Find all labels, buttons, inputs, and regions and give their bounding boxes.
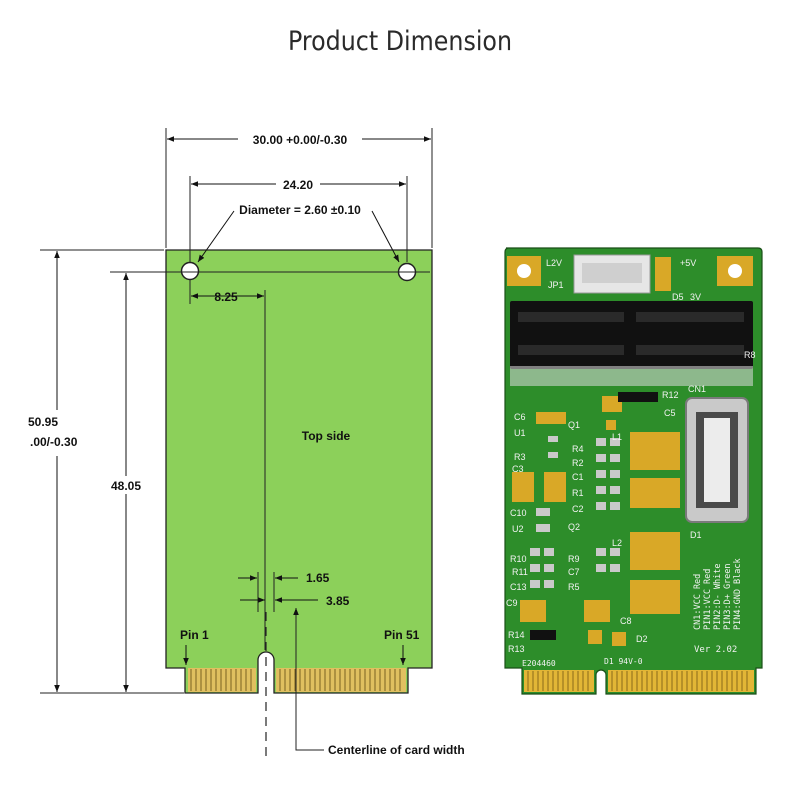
silk-c6: C6 [514,412,526,422]
silk-c7: C7 [568,567,580,577]
silk-d5: D5 [672,292,684,302]
label-centerline: Centerline of card width [328,743,465,757]
silk-r2: R2 [572,458,584,468]
silk-r3: R3 [514,452,526,462]
edge-connector-fingers [188,668,406,692]
silk-r5: R5 [568,582,580,592]
label-overall-length-2: .00/-0.30 [30,435,78,449]
silk-c13: C13 [510,582,527,592]
silk-pin-legend-4: PIN4:GND Black [733,558,743,630]
label-overall-width: 30.00 +0.00/-0.30 [253,133,348,147]
silk-pin-legend-3: PIN3:D+ Green [723,563,733,630]
silk-r13: R13 [508,644,525,654]
label-hole-to-edge: 48.05 [111,479,141,493]
label-overall-length-1: 50.95 [28,415,58,429]
silk-d1: D1 [690,530,702,540]
silk-c3: C3 [512,464,524,474]
silk-r4: R4 [572,444,584,454]
label-top-side: Top side [302,429,351,443]
silk-r10: R10 [510,554,527,564]
silk-pin-legend-0: CN1:VCC Red [693,574,703,630]
silk-r1: R1 [572,488,584,498]
silk-l2v: L2V [546,258,562,268]
pcb-board-photo: L2V JP1 +5V D5 3V R8 CN1 R12 C6 C5 U1 Q1… [504,247,763,695]
silk-e-code: E204460 [522,659,556,668]
silk-c2: C2 [572,504,584,514]
silk-cn1: CN1 [688,384,706,394]
silk-c5: C5 [664,408,676,418]
silk-c9: C9 [506,598,518,608]
silk-u1: U1 [514,428,526,438]
silk-pin-legend-2: PIN2:D- White [713,563,723,630]
card-outline [165,249,433,694]
silk-l2: L2 [612,538,622,548]
silk-pin-legend-1: PIN1:VCC Red [703,569,713,630]
label-hole-spacing: 24.20 [283,178,313,192]
silk-q1: Q1 [568,420,580,430]
silk-c1: C1 [572,472,584,482]
label-hole-diameter: Diameter = 2.60 ±0.10 [239,203,361,217]
label-key-dim-b: 3.85 [326,594,350,608]
silk-u2: U2 [512,524,524,534]
mounting-hole-left [180,261,200,281]
silk-r12: R12 [662,390,679,400]
page-title: Product Dimension [287,26,513,57]
silk-d2: D2 [636,634,648,644]
silk-5v: +5V [680,258,696,268]
silk-c10: C10 [510,508,527,518]
silk-l1: L1 [612,432,622,442]
label-hole-offset: 8.25 [214,290,238,304]
silk-r9: R9 [568,554,580,564]
silk-3v: 3V [690,292,701,302]
silk-d1-rating: D1 94V-0 [604,657,643,666]
silk-q2: Q2 [568,522,580,532]
silk-c8: C8 [620,616,632,626]
silk-r14: R14 [508,630,525,640]
label-pin-51: Pin 51 [384,628,420,642]
mechanical-drawing: 30.00 +0.00/-0.30 24.20 Diameter = 2.60 … [28,128,465,762]
silk-r11: R11 [512,567,528,577]
silk-jp1: JP1 [548,280,564,290]
silk-version: Ver 2.02 [694,645,737,655]
label-pin-1: Pin 1 [180,628,209,642]
label-key-dim-a: 1.65 [306,571,330,585]
silk-r8: R8 [744,350,756,360]
